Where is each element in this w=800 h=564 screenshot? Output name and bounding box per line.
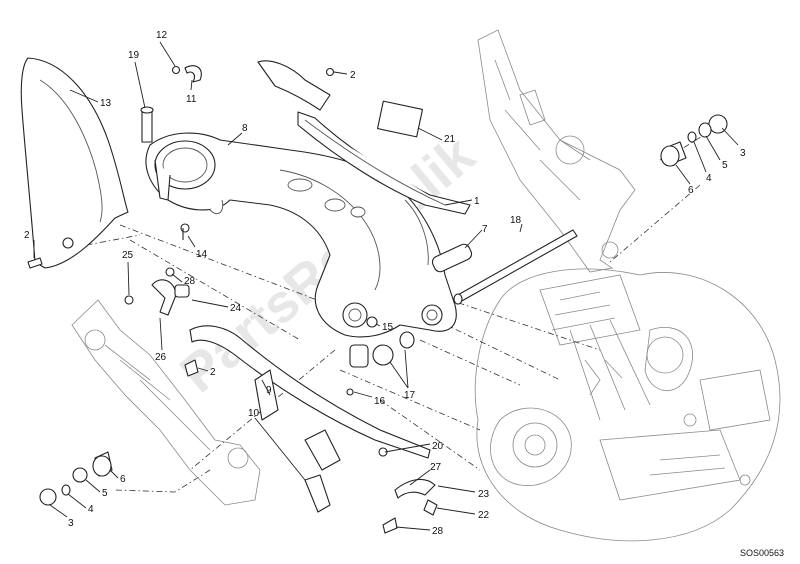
callout-10: 10 bbox=[248, 408, 260, 419]
callout-19: 19 bbox=[128, 50, 140, 61]
callout-23: 23 bbox=[478, 489, 490, 500]
callout-22: 22 bbox=[478, 510, 490, 521]
callout-11: 11 bbox=[186, 94, 197, 105]
chain-guard bbox=[20, 57, 129, 269]
callout-27: 27 bbox=[430, 462, 442, 473]
callout-8: 8 bbox=[242, 123, 248, 134]
callout-20: 20 bbox=[432, 441, 444, 452]
callout-7: 7 bbox=[482, 224, 488, 235]
callout-28-lower: 28 bbox=[432, 526, 444, 537]
right-spacer-set bbox=[660, 114, 728, 167]
lower-chain-guide bbox=[189, 325, 431, 513]
callout-2-left: 2 bbox=[24, 230, 30, 241]
drawing-code: SOS00563 bbox=[740, 548, 784, 558]
callout-5-right: 5 bbox=[722, 160, 728, 171]
callout-2-top: 2 bbox=[350, 70, 356, 81]
callout-5-left: 5 bbox=[102, 488, 108, 499]
left-footrest-bracket bbox=[71, 299, 261, 506]
swingarm bbox=[145, 132, 457, 338]
callout-15: 15 bbox=[382, 322, 394, 333]
callout-18: 18 bbox=[510, 215, 522, 226]
engine-outline bbox=[474, 268, 781, 542]
callout-24: 24 bbox=[230, 303, 242, 314]
pivot-bolt bbox=[140, 106, 154, 143]
callout-1: 1 bbox=[474, 196, 480, 207]
callout-21: 21 bbox=[444, 134, 456, 145]
callout-9: 9 bbox=[266, 385, 272, 396]
clamp bbox=[171, 65, 202, 83]
callout-6-right: 6 bbox=[688, 185, 694, 196]
sticker-plate bbox=[376, 100, 424, 138]
callout-4-right: 4 bbox=[706, 173, 712, 184]
callouts: 12 19 11 13 8 2 21 1 3 5 4 6 2 14 18 7 2… bbox=[24, 30, 746, 537]
left-spacer-set bbox=[39, 451, 113, 506]
callout-17: 17 bbox=[404, 390, 416, 401]
callout-2-mid: 2 bbox=[210, 367, 216, 378]
callout-3-right: 3 bbox=[740, 148, 746, 159]
chain-guard-rib bbox=[39, 79, 103, 223]
callout-28-upper: 28 bbox=[184, 276, 196, 287]
callout-25: 25 bbox=[122, 250, 134, 261]
fasteners bbox=[27, 67, 438, 534]
leader-lines bbox=[33, 41, 739, 531]
callout-6-left: 6 bbox=[120, 474, 126, 485]
callout-4-left: 4 bbox=[88, 504, 94, 515]
callout-14: 14 bbox=[196, 249, 208, 260]
callout-26: 26 bbox=[155, 352, 167, 363]
callout-3-left: 3 bbox=[68, 518, 74, 529]
wheel-spindle bbox=[453, 229, 578, 305]
callout-16: 16 bbox=[374, 396, 386, 407]
chain-guard-boss bbox=[62, 237, 74, 249]
rubber-pad bbox=[431, 243, 473, 273]
callout-12: 12 bbox=[156, 30, 168, 41]
callout-13: 13 bbox=[100, 98, 112, 109]
right-footrest-bracket bbox=[477, 29, 636, 273]
